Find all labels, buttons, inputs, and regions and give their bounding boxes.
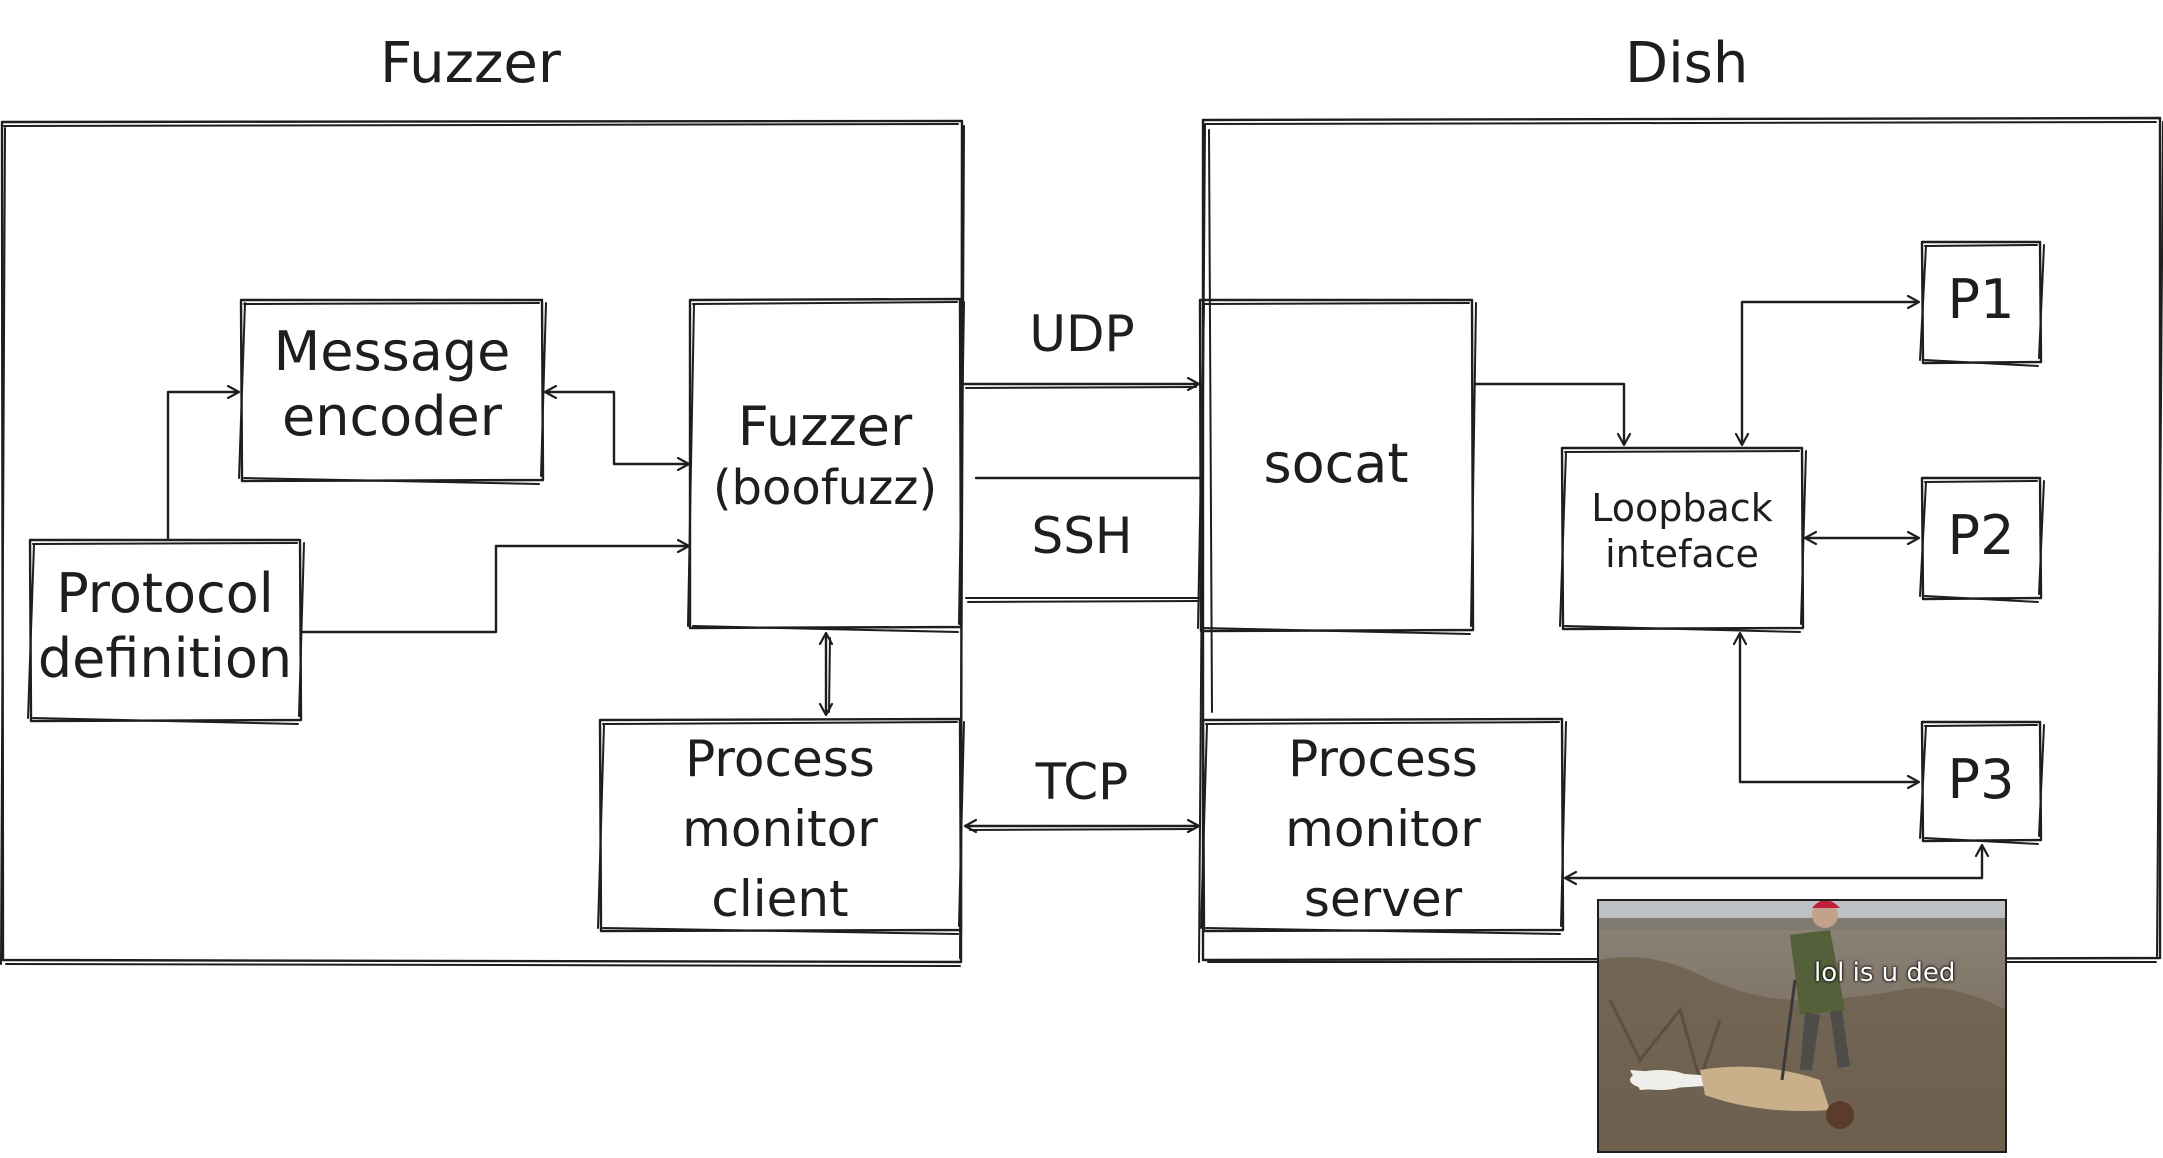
loopback-interface-box xyxy=(1559,446,1807,633)
tcp-edge-label: TCP xyxy=(1035,753,1129,811)
socat-box xyxy=(1197,298,1477,635)
p3-box xyxy=(1919,720,2045,845)
protocol-definition-label: Protocol definition xyxy=(37,562,293,690)
connector-socat-loopback xyxy=(1474,382,1624,444)
process-monitor-server-box xyxy=(1200,717,1567,935)
p3-label: P3 xyxy=(1947,748,2015,811)
p2-label: P2 xyxy=(1947,504,2015,567)
connector-protocol-to-encoder xyxy=(166,392,238,540)
meme-image xyxy=(1597,899,2007,1153)
fuzzer-group-frame xyxy=(0,119,965,967)
connector-ssh xyxy=(965,476,1202,603)
connector-loopback-p1 xyxy=(1742,302,1918,444)
p1-label: P1 xyxy=(1947,268,2015,331)
ssh-edge-label: SSH xyxy=(1031,507,1133,565)
message-encoder-box xyxy=(238,298,547,485)
socat-label: socat xyxy=(1263,432,1409,495)
dish-group-frame xyxy=(1198,116,2163,963)
protocol-definition-box xyxy=(27,538,305,725)
fuzzer-boofuzz-box xyxy=(687,297,965,633)
process-monitor-client-label: Process monitor client xyxy=(682,730,878,928)
connector-fuzzer-monitor-client xyxy=(826,634,830,714)
fuzzer-group-title: Fuzzer xyxy=(380,31,561,96)
connector-protocol-to-fuzzer xyxy=(300,546,688,634)
udp-edge-label: UDP xyxy=(1029,305,1135,363)
message-encoder-label: Message encoder xyxy=(273,320,511,448)
loopback-interface-label: Loopback inteface xyxy=(1591,486,1773,576)
process-monitor-client-box xyxy=(597,717,965,935)
p2-box xyxy=(1919,476,2045,603)
process-monitor-server-label: Process monitor server xyxy=(1285,730,1481,928)
connector-encoder-fuzzer xyxy=(546,392,688,464)
p1-box xyxy=(1919,240,2045,367)
connector-p3-server xyxy=(1566,846,1982,878)
connector-tcp xyxy=(966,826,1198,830)
fuzzer-boofuzz-label: Fuzzer (boofuzz) xyxy=(712,395,938,516)
connector-udp xyxy=(962,384,1198,388)
dish-group-title: Dish xyxy=(1625,31,1749,96)
meme-caption: lol is u ded xyxy=(1814,958,1956,988)
connector-loopback-p3 xyxy=(1740,634,1918,782)
